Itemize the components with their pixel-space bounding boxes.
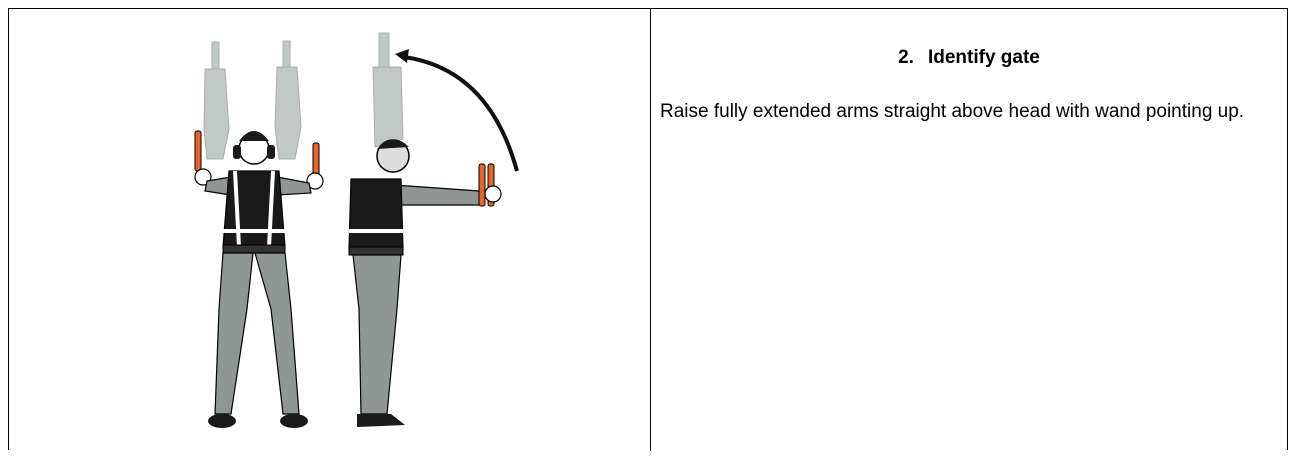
wand-side-1: [479, 164, 485, 206]
signal-description: Raise fully extended arms straight above…: [660, 99, 1288, 125]
signal-title: Identify gate: [928, 47, 1040, 68]
signal-card: 2. Identify gate Raise fully extended arm…: [8, 8, 1288, 450]
signal-heading: 2. Identify gate: [651, 47, 1287, 69]
wand-right-front: [313, 143, 319, 177]
side-figure: [349, 33, 517, 427]
signal-text-cell: 2. Identify gate Raise fully extended arm…: [651, 9, 1287, 450]
signal-number: 2.: [898, 47, 914, 68]
wand-left-front: [195, 131, 201, 171]
marshaller-illustration: [9, 9, 650, 451]
motion-arrow: [404, 57, 517, 171]
front-figure: [195, 41, 323, 428]
